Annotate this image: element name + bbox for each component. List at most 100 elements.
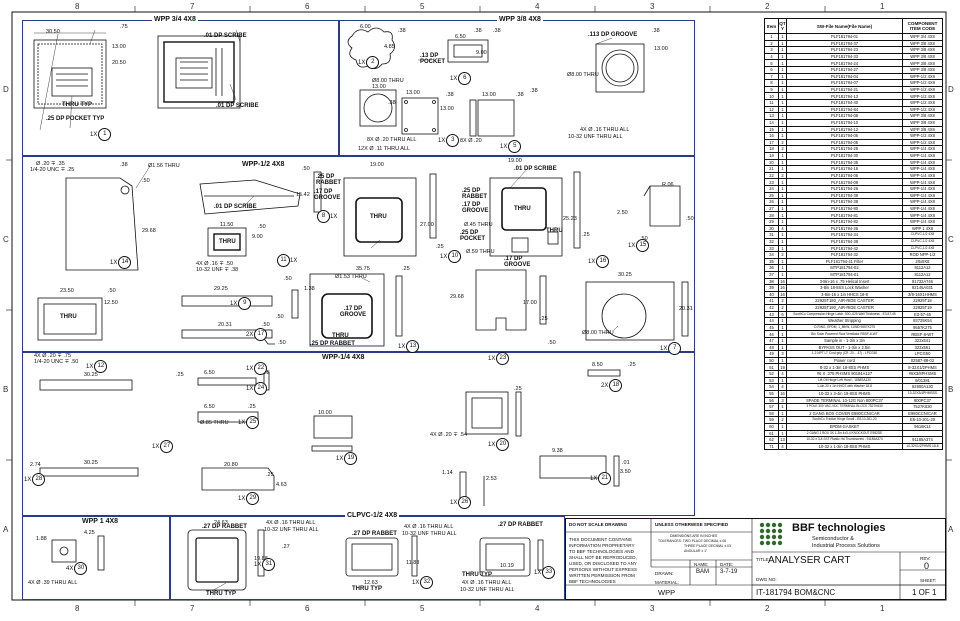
dim: .25	[176, 372, 184, 378]
dim: 9.00	[476, 50, 487, 56]
note-groove-a: .17 DP GROOVE	[314, 189, 341, 201]
dim: 17.00	[523, 300, 537, 306]
dim: .25	[266, 472, 274, 478]
note-thru-156: Ø1.56 THRU	[148, 163, 180, 169]
zone-top-8: 8	[75, 2, 80, 11]
dim: .25	[262, 370, 270, 376]
dim: .25	[436, 244, 444, 250]
dim: 1.88	[36, 536, 47, 542]
zone-bottom-3: 3	[650, 604, 655, 613]
zone-right-c: C	[948, 235, 954, 244]
dim: .50	[278, 340, 286, 346]
note-holes-16e: 4X Ø .16 THRU ALL	[462, 580, 512, 586]
dim: 13.00	[440, 106, 454, 112]
note-dia800-b: Ø8.00 THRU	[567, 72, 599, 78]
region-title-clpvc: CLPVC-1/2 4X8	[345, 512, 400, 519]
bom-cell-code: WPP-1/2 4X8	[902, 85, 943, 94]
note-dia800-a: Ø8.00 THRU	[372, 78, 404, 84]
tb-tol-1: DIMENSIONS ARE IN INCHES	[670, 534, 718, 538]
bom-cell-code: WPP 3/8 4X8	[902, 66, 943, 74]
tb-unless: UNLESS OTHERWISE SPECIFIED	[655, 522, 729, 527]
bom-cell-code: WPP-1/2 4X8	[902, 79, 943, 87]
zone-right-d: D	[948, 85, 954, 94]
note-dia-059: Ø.59 THRU	[466, 249, 495, 255]
tb-tol-2: TOLERANCES: TWO PLACE DECIMAL ±.06	[658, 539, 727, 543]
tb-material: WPP	[658, 588, 676, 597]
dim: 2.53	[486, 476, 497, 482]
note-holes-16b-thread: 10-32 UNF ∓ .38	[196, 267, 239, 273]
dim: 8.50	[592, 362, 603, 368]
note-hole-a1: Ø .20 ∓ .35	[36, 161, 65, 167]
dim: .50	[284, 276, 292, 282]
dim: .50	[302, 166, 310, 172]
dim: .25	[582, 232, 590, 238]
tb-tol-4: ANGULAR ± 1°	[684, 549, 708, 553]
zone-left-a: A	[3, 525, 9, 534]
tb-drawn-name: BAM	[696, 569, 710, 575]
note-rabbet-b: .25 DP RABBET	[462, 188, 487, 200]
tb-company-sub-1: Semiconductor &	[812, 536, 854, 542]
zone-bottom-2: 2	[765, 604, 770, 613]
zone-right-a: A	[948, 525, 954, 534]
dim: 9.00	[252, 234, 263, 240]
dim: 6.50	[455, 34, 466, 40]
region-wpp12	[22, 156, 695, 352]
region-title-wpp12: WPP-1/2 4X8	[240, 161, 287, 168]
dim: 30.25	[84, 460, 98, 466]
dim: .38	[388, 100, 396, 106]
note-thru-16b: THRU	[546, 228, 563, 234]
dim: .38	[474, 28, 482, 34]
tb-title: ANALYSER CART	[768, 555, 851, 566]
dim: 4.63	[276, 482, 287, 488]
note-holes-20c-thread: 1/4-20 UNC ∓ .50	[34, 359, 79, 365]
note-hole-a2: 1/4-20 UNC ∓ .25	[30, 167, 75, 173]
tb-drawn-date: 3-7-19	[720, 569, 738, 575]
note-holes-20d: 4X Ø .20 ∓ .54	[430, 432, 468, 438]
dim: 19.00	[370, 162, 384, 168]
dim: 29.25	[214, 286, 228, 292]
note-holes-39: 4X Ø .39 THRU ALL	[28, 580, 78, 586]
dim: .50	[548, 340, 556, 346]
bom-cell-code: 10-32X1/2PHMS 18-8	[902, 442, 943, 451]
bom-cell-code: WPP-1/2 4X8	[902, 72, 943, 81]
note-groove-c: .17 DP GROOVE	[504, 256, 531, 268]
dim: .50	[108, 288, 116, 294]
dim: 13.00	[372, 84, 386, 90]
tb-title-label: TITLE:	[756, 557, 770, 562]
zone-top-7: 7	[190, 2, 195, 11]
dim: .38	[398, 28, 406, 34]
note-holes-16b: 4X Ø .16 ∓ .50	[196, 261, 234, 267]
note-rabbet-27a: .27 DP RABBET	[202, 524, 247, 530]
dim: 25.23	[563, 216, 577, 222]
zone-right-b: B	[948, 385, 954, 394]
note-holes-20b: 8X Ø .20	[460, 138, 482, 144]
note-pocket-25: .25 DP POCKET	[460, 230, 486, 242]
note-rabbet-27c: .27 DP RABBET	[498, 522, 543, 528]
region-title-wpp14: WPP-1/4 4X8	[320, 354, 367, 361]
note-groove-d: .17 DP GROOVE	[339, 306, 367, 318]
zone-top-3: 3	[650, 2, 655, 11]
zone-bottom-1: 1	[880, 604, 885, 613]
dim: 3.50	[620, 469, 631, 475]
zone-bottom-7: 7	[190, 604, 195, 613]
note-groove-113: .113 DP GROOVE	[588, 32, 638, 38]
